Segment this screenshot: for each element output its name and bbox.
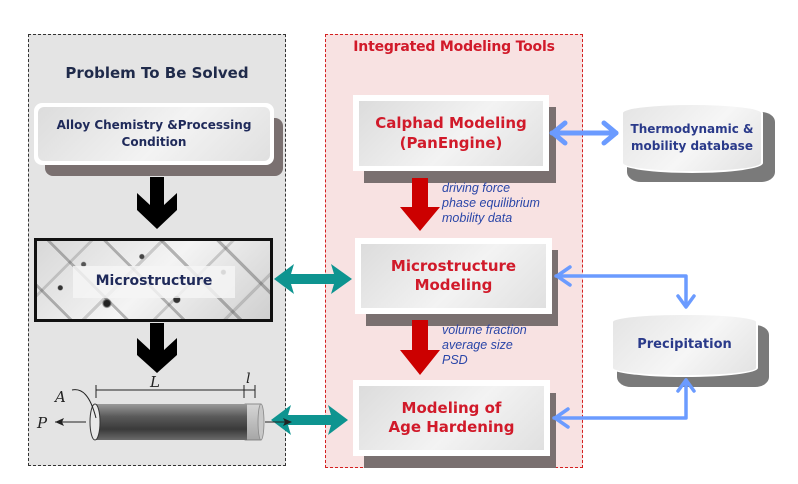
calphad-modeling-box[interactable]: Calphad Modeling (PanEngine): [359, 101, 543, 166]
microstructure-modeling-box[interactable]: Microstructure Modeling: [361, 244, 546, 308]
precipitation-database[interactable]: Precipitation: [611, 313, 758, 377]
age-hardening-line2: Age Hardening: [388, 418, 515, 436]
specimen-label-A: A: [53, 388, 66, 406]
calphad-line1: Calphad Modeling: [375, 114, 527, 132]
problem-panel-title: Problem To Be Solved: [65, 64, 249, 82]
black-arrow-down-2: [137, 323, 177, 373]
specimen-end-face: [89, 403, 101, 441]
annotation-mobility-data: mobility data: [442, 211, 513, 225]
thermodynamic-database[interactable]: Thermodynamic & mobility database: [621, 103, 763, 173]
blue-connector-age-hardening-precipitation: [552, 378, 696, 429]
specimen-body: [95, 404, 247, 440]
age-hardening-box[interactable]: Modeling of Age Hardening: [359, 386, 544, 450]
microstructure-label: Microstructure: [95, 273, 213, 290]
age-hardening-line1: Modeling of: [401, 398, 502, 417]
microstructure-modeling-line1: Microstructure: [390, 256, 517, 275]
teal-double-arrow-age-hardening: [271, 405, 348, 435]
force-arrow-left-head: [55, 418, 64, 426]
specimen-label-P: P: [36, 414, 48, 432]
area-leader-line: [71, 389, 97, 419]
red-arrow-down-1: [400, 178, 440, 231]
red-arrow-down-2: [400, 320, 440, 375]
annotation-driving-force: driving force: [442, 181, 511, 195]
tensile-specimen-drawing: [55, 385, 292, 441]
thermo-db-line1: Thermodynamic &: [630, 122, 754, 137]
blue-connector-microstructure-precipitation: [554, 265, 696, 309]
calphad-output-annotation: driving force phase equilibrium mobility…: [442, 181, 540, 226]
annotation-psd: PSD: [442, 353, 468, 367]
modeling-tools-panel-title: Integrated Modeling Tools: [353, 39, 555, 55]
black-arrow-down-1: [137, 177, 177, 229]
specimen-label-l: l: [246, 371, 250, 387]
annotation-average-size: average size: [442, 338, 513, 352]
blue-double-arrow-calphad-db: [549, 120, 619, 146]
force-arrow-right-head: [283, 418, 292, 426]
microstructure-output-annotation: volume fraction average size PSD: [442, 323, 527, 368]
alloy-box-line1: Alloy Chemistry &Processing: [56, 118, 252, 133]
alloy-box-line2: Condition: [121, 135, 187, 149]
calphad-line2: (PanEngine): [399, 133, 503, 152]
specimen-extension-end: [257, 403, 265, 441]
alloy-chemistry-box[interactable]: Alloy Chemistry &Processing Condition: [38, 107, 270, 161]
thermo-db-line2: mobility database: [631, 139, 753, 153]
microstructure-modeling-line2: Modeling: [414, 276, 493, 294]
precipitation-label: Precipitation: [637, 336, 732, 352]
specimen-label-L: L: [149, 373, 160, 391]
annotation-phase-equilibrium: phase equilibrium: [442, 196, 540, 210]
microstructure-label-bg: Microstructure: [73, 266, 235, 298]
teal-double-arrow-microstructure: [274, 264, 352, 294]
annotation-volume-fraction: volume fraction: [442, 323, 527, 337]
